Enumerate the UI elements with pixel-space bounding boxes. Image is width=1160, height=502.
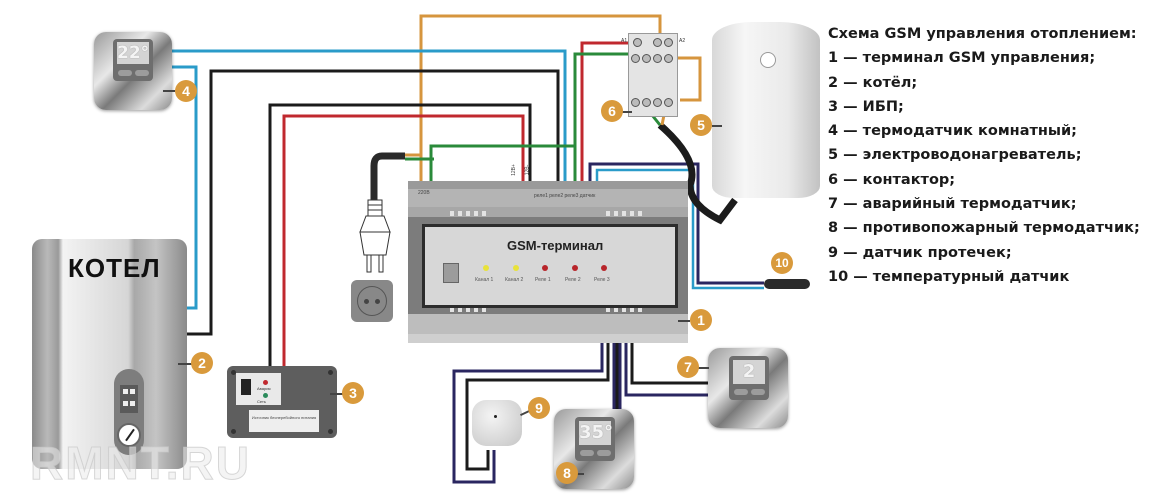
gsm-terminal: 220В 12В+ 12В- реле1 реле2 реле3 датчик …	[408, 164, 688, 343]
indicator-label: Реле 1	[535, 277, 551, 283]
badge-1: 1	[690, 309, 712, 331]
badge-4: 4	[175, 80, 197, 102]
legend: Схема GSM управления отоплением: 1 — тер…	[828, 22, 1140, 289]
contactor: A1 A2	[621, 33, 685, 117]
legend-item: 7 — аварийный термодатчик;	[828, 196, 1077, 213]
heater-thermometer-icon	[760, 52, 776, 68]
contactor-a2-label: A2	[679, 38, 686, 44]
ups-alarm-label: Авария	[257, 386, 271, 391]
badge-6: 6	[601, 100, 623, 122]
boiler-control-panel	[114, 369, 144, 455]
wire-orange-contactor-out	[678, 56, 702, 102]
indicator-label: Реле 2	[565, 277, 581, 283]
legend-item: 6 — контактор;	[828, 171, 956, 188]
plug-cable	[370, 152, 405, 200]
badge-2: 2	[191, 352, 213, 374]
legend-item: 9 — датчик протечек;	[828, 244, 1012, 261]
emergency-thermostat: 2	[708, 348, 788, 428]
terminal-label-outputs: реле1 реле2 реле3 датчик	[534, 193, 596, 199]
badge-10: 10	[771, 252, 793, 274]
wire-navy-emergency	[624, 343, 708, 397]
wire-red-ups	[282, 114, 525, 366]
boiler: КОТЕЛ	[32, 239, 187, 469]
indicator-label: Реле 3	[594, 277, 610, 283]
gsm-terminal-title: GSM-терминал	[507, 238, 604, 253]
fire-thermostat-display: 35°	[579, 421, 614, 445]
gsm-front-panel: GSM-терминал Канал 1 Канал 2 Реле 1 Реле…	[422, 224, 678, 308]
power-switch-icon	[241, 379, 251, 395]
emergency-thermostat-display: 2	[733, 360, 765, 384]
indicator-rele-3	[601, 265, 607, 271]
badge-9: 9	[528, 397, 550, 419]
heater-cable	[657, 122, 738, 225]
pressure-gauge-icon	[117, 423, 141, 447]
boiler-label: КОТЕЛ	[68, 253, 161, 283]
legend-item: 8 — противопожарный термодатчик;	[828, 220, 1140, 237]
badge-7: 7	[677, 356, 699, 378]
legend-item: 3 — ИБП;	[828, 98, 904, 115]
ups: Авария Сеть Источник бесперебойного пита…	[227, 366, 337, 438]
legend-item: 2 — котёл;	[828, 74, 918, 91]
indicator-rele-2	[572, 265, 578, 271]
legend-item: 1 — терминал GSM управления;	[828, 50, 1096, 67]
wire-navy-sensor	[588, 162, 764, 285]
contactor-a1-label: A1	[621, 38, 628, 44]
terminal-label-220v: 220В	[418, 190, 430, 196]
legend-item: 5 — электроводонагреватель;	[828, 147, 1082, 164]
wire-black-leak	[465, 343, 610, 471]
wire-red-contactor	[580, 41, 632, 181]
power-plug-icon	[359, 199, 391, 273]
wire-green-2	[429, 144, 575, 181]
terminal-label-12v-plus: 12В+	[510, 164, 517, 176]
wire-blue-thermostat-2	[172, 65, 198, 310]
indicator-kanal-2	[513, 265, 519, 271]
badge-5: 5	[690, 114, 712, 136]
wire-navy-fire	[612, 343, 622, 410]
wire-green-1	[573, 52, 632, 181]
room-thermostat-display: 22°	[117, 42, 150, 64]
indicator-rele-1	[542, 265, 548, 271]
terminal-label-12v-minus: 12В-	[524, 164, 531, 176]
ups-mains-label: Сеть	[257, 399, 266, 404]
indicator-label: Канал 2	[505, 277, 524, 283]
indicator-kanal-1	[483, 265, 489, 271]
badge-3: 3	[342, 382, 364, 404]
water-heater	[712, 22, 820, 198]
sim-slot-icon	[443, 263, 459, 283]
indicator-label: Канал 1	[475, 277, 494, 283]
wire-black-emergency	[630, 343, 708, 385]
legend-title: Схема GSM управления отоплением:	[828, 26, 1137, 42]
wire-navy-leak-1	[452, 343, 604, 484]
badge-8: 8	[556, 462, 578, 484]
power-socket-icon	[351, 280, 393, 322]
temperature-sensor	[764, 279, 810, 289]
ups-plate: Источник бесперебойного питания	[249, 410, 319, 432]
wire-black-boiler	[187, 69, 560, 336]
wire-black-ups	[268, 103, 532, 366]
room-thermostat: 22°	[94, 32, 172, 110]
leak-sensor	[472, 400, 522, 446]
fire-thermostat: 35°	[554, 409, 634, 489]
legend-item: 4 — термодатчик комнатный;	[828, 123, 1077, 140]
legend-item: 10 — температурный датчик	[828, 268, 1070, 285]
wire-blue-thermostat-1	[172, 49, 567, 181]
